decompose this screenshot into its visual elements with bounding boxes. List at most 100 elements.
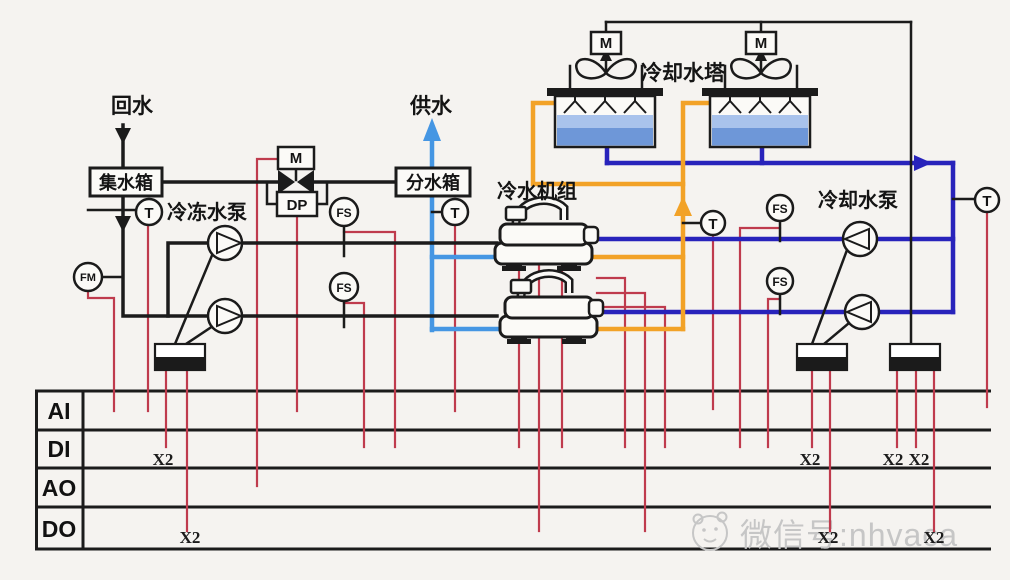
pump-power-lead [184, 324, 215, 346]
distributor-tank: 分水箱 [394, 166, 472, 198]
flow-meter-icon [72, 261, 104, 293]
multiplier-label: X2 [883, 450, 904, 469]
flow-switch-label: FS [336, 281, 351, 295]
signal-line-chiller2-di [595, 276, 627, 449]
flow-arrow-down [115, 128, 131, 144]
cooling-water-pump-1 [841, 220, 879, 258]
multiplier-label: X2 [180, 528, 201, 547]
temperature-sensor-label: T [982, 193, 991, 210]
chiller-top-cap [504, 205, 528, 222]
chilled-water-pump-2 [206, 297, 244, 335]
chiller-top-cap [509, 278, 533, 295]
watermark-logo-eye [702, 528, 706, 532]
io-table: AI DI AO DO [35, 389, 991, 551]
valve-actuator-box [276, 145, 316, 171]
tower-casing [568, 64, 644, 90]
cooling-water-pump-2 [843, 293, 881, 331]
signal-line-chiller2-di [595, 305, 667, 449]
io-row-header-ao: AO [42, 475, 77, 501]
tower-casing [723, 64, 799, 90]
signal-line-flow-switch-di [342, 301, 366, 449]
pipe-condenser-out [530, 100, 686, 187]
flow-arrow-down [115, 216, 131, 232]
chiller-foot [557, 266, 581, 271]
chilled-water-pump-1 [206, 224, 244, 262]
signal-line-chiller2-do [595, 291, 647, 533]
flow-switch-icon [328, 271, 360, 303]
flow-switch-label: FS [772, 202, 787, 216]
label-supply-water: 供水 [409, 94, 453, 118]
pipe-chilled-return-branch [166, 241, 499, 318]
watermark-text: 微信号:nhvaca [740, 517, 958, 553]
multiplier-label: X2 [818, 528, 839, 547]
signal-line-bypass-valve-ao [255, 157, 280, 488]
io-row-header-di: DI [48, 436, 71, 462]
pump-power-lead [822, 321, 851, 346]
label-cooling-tower: 冷却水塔 [641, 61, 726, 85]
io-row-header-ai: AI [48, 398, 71, 424]
multiplier-label: X2 [909, 450, 930, 469]
spray-nozzles-icon [718, 96, 802, 114]
cooling-supply-pipes [530, 100, 715, 332]
valve-body-icon [278, 170, 295, 194]
flow-arrow-up [674, 196, 692, 216]
chiller-end-cap [582, 225, 600, 245]
io-row-header-do: DO [42, 516, 77, 542]
tower-deck [547, 88, 663, 96]
dp-tap-line [314, 180, 329, 206]
pump-impeller-icon [842, 227, 870, 251]
fan-motor-box [744, 30, 778, 56]
chw-pump-starter-panel [153, 342, 207, 372]
chiller-condenser [503, 295, 595, 320]
dp-tap-line [265, 180, 280, 206]
flow-switch-label: FS [772, 275, 787, 289]
dp-sensor-label: DP [287, 197, 308, 214]
watermark-logo-ear [716, 511, 728, 523]
distributor-tank-label: 分水箱 [406, 172, 460, 193]
point-multipliers: X2 X2 X2 X2 X2 X2 X2 [153, 450, 945, 547]
fan-motor-box [589, 30, 623, 56]
tower-water [557, 128, 653, 146]
chiller-foot [562, 339, 586, 344]
flow-switch-icon [765, 193, 795, 223]
valve-actuator-label: M [290, 150, 303, 167]
multiplier-label: X2 [153, 450, 174, 469]
pump-impeller-icon [844, 300, 872, 324]
collector-tank-label: 集水箱 [98, 172, 153, 193]
flow-arrow-up [423, 118, 441, 141]
cooling-return-pipes [585, 144, 956, 315]
collector-tank-box [88, 166, 164, 198]
motorized-bypass-valve: M DP [275, 145, 319, 218]
flow-switch-label: FS [336, 206, 351, 220]
watermark-logo-ear [692, 513, 704, 525]
panel-base [156, 357, 204, 369]
panel-base [798, 357, 846, 369]
temperature-sensor-label: T [144, 205, 153, 222]
flow-arrow-right [914, 155, 932, 171]
tower-water-surface [557, 115, 653, 128]
tower-fan-starter-panel [888, 342, 942, 372]
pump-impeller-icon [216, 231, 244, 255]
flow-meter-label: FM [80, 272, 96, 284]
signal-line-flow-meter-ai [86, 289, 116, 413]
flow-switch-icon [328, 196, 360, 228]
watermark-logo-icon [692, 515, 728, 551]
multiplier-label: X2 [800, 450, 821, 469]
fan-motor-label: M [600, 35, 613, 52]
tower-fan-icon [575, 57, 637, 80]
tower-water [712, 128, 808, 146]
fan-motor-label: M [755, 35, 768, 52]
pipe-condenser-out-riser [680, 100, 715, 332]
tower-deck [702, 88, 818, 96]
label-cooling-water-pump: 冷却水泵 [818, 188, 898, 212]
signal-line-flow-switch-di [342, 230, 397, 449]
pump-impeller-icon [216, 304, 244, 328]
cooling-tower-1: M [547, 30, 663, 149]
chiller-foot [502, 266, 526, 271]
chiller-foot [507, 339, 531, 344]
dp-sensor-box [275, 190, 319, 218]
signal-line-flow-switch-di [738, 226, 782, 449]
label-return-water: 回水 [111, 95, 154, 118]
